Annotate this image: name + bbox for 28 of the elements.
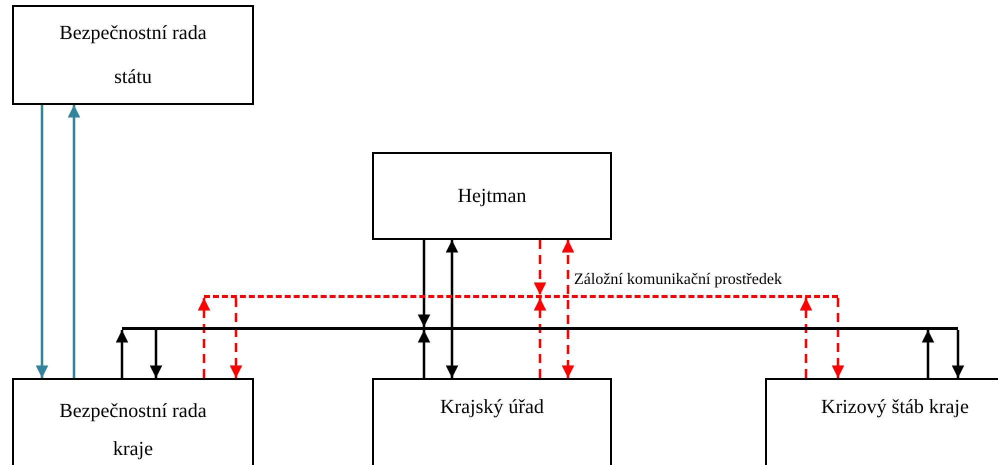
arrow bbox=[800, 298, 812, 378]
arrow bbox=[230, 298, 242, 378]
bus-line bbox=[204, 295, 838, 298]
process-box bbox=[372, 152, 612, 240]
arrow bbox=[418, 330, 430, 378]
box-label: Hejtman bbox=[458, 184, 526, 209]
box-label: Bezpečnostní rada kraje bbox=[58, 399, 208, 462]
arrow bbox=[198, 298, 210, 378]
box-label: Krajský úřad bbox=[440, 395, 544, 420]
arrow bbox=[534, 298, 546, 378]
arrow bbox=[36, 105, 48, 378]
arrow bbox=[446, 240, 458, 378]
arrow bbox=[922, 330, 934, 378]
arrow bbox=[418, 240, 430, 327]
process-box bbox=[372, 378, 612, 465]
arrow bbox=[68, 105, 80, 378]
note-label: Záložní komunikační prostředek bbox=[572, 271, 784, 289]
bus-line bbox=[122, 327, 958, 330]
arrow bbox=[952, 330, 964, 378]
process-box bbox=[12, 378, 254, 465]
arrow bbox=[562, 240, 574, 378]
arrow bbox=[832, 298, 844, 378]
process-box bbox=[12, 5, 254, 105]
arrow bbox=[150, 330, 162, 378]
box-label: Krizový štáb kraje bbox=[821, 395, 969, 420]
arrow bbox=[534, 240, 546, 295]
box-label: Bezpečnostní rada státu bbox=[58, 21, 208, 90]
arrow bbox=[116, 330, 128, 378]
